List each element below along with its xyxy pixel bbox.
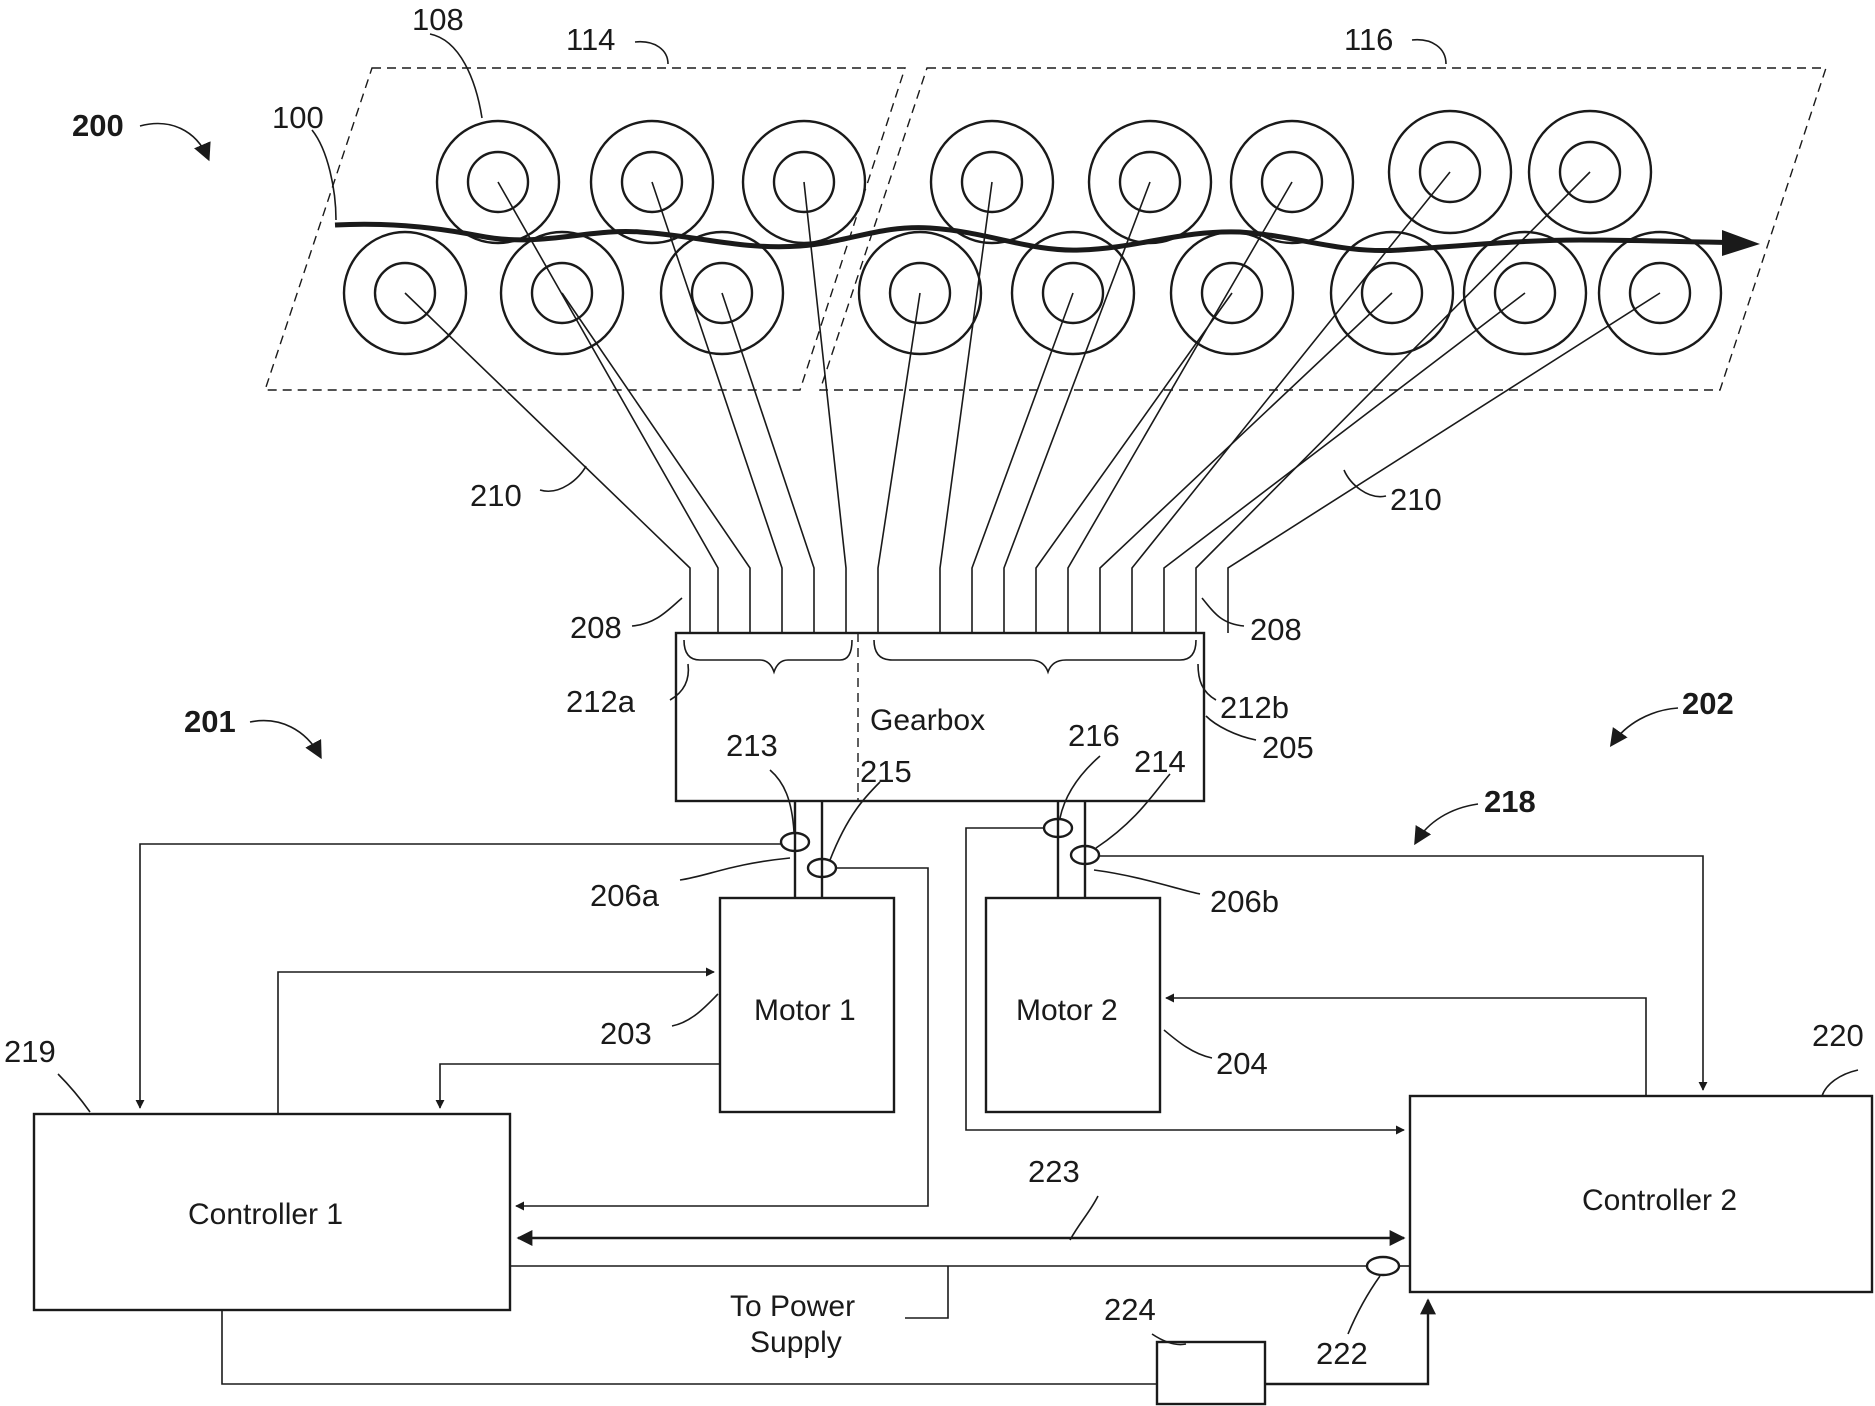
label-212a: 212a [566, 684, 636, 719]
label-201: 201 [184, 704, 236, 739]
label-213: 213 [726, 728, 778, 763]
controller1-label: Controller 1 [188, 1198, 343, 1231]
label-208-left: 208 [570, 610, 622, 645]
label-202: 202 [1682, 686, 1734, 721]
label-200: 200 [72, 108, 124, 143]
label-205: 205 [1262, 730, 1314, 765]
power-supply-line1: To Power [730, 1290, 855, 1323]
bottom-rollers [344, 232, 1721, 354]
power-supply-bracket [905, 1266, 948, 1318]
controller2-label: Controller 2 [1582, 1184, 1737, 1217]
label-114: 114 [566, 22, 615, 57]
label-214: 214 [1134, 744, 1186, 779]
label-222: 222 [1316, 1336, 1368, 1371]
label-210-left: 210 [470, 478, 522, 513]
motor1-label: Motor 1 [754, 994, 856, 1027]
label-208-right: 208 [1250, 612, 1302, 647]
label-223: 223 [1028, 1154, 1080, 1189]
component-224 [1157, 1342, 1265, 1404]
label-206b: 206b [1210, 884, 1279, 919]
label-218: 218 [1484, 784, 1536, 819]
material-web-arrowhead [1722, 230, 1760, 256]
label-220: 220 [1812, 1018, 1864, 1053]
label-100: 100 [272, 100, 324, 135]
label-108: 108 [412, 2, 464, 37]
roller-zones [265, 68, 1826, 390]
power-supply-line2: Supply [750, 1326, 842, 1359]
motor2-label: Motor 2 [1016, 994, 1118, 1027]
sensor-222 [1367, 1257, 1399, 1275]
label-204: 204 [1216, 1046, 1268, 1081]
label-116: 116 [1344, 22, 1393, 57]
label-203: 203 [600, 1016, 652, 1051]
label-216: 216 [1068, 718, 1120, 753]
gearbox-label: Gearbox [870, 704, 985, 737]
label-212b: 212b [1220, 690, 1289, 725]
top-rollers [437, 111, 1651, 243]
label-206a: 206a [590, 878, 660, 913]
label-219: 219 [4, 1034, 56, 1069]
label-224: 224 [1104, 1292, 1156, 1327]
label-215: 215 [860, 754, 912, 789]
gearbox-output-shafts [795, 801, 1085, 898]
label-210-right: 210 [1390, 482, 1442, 517]
